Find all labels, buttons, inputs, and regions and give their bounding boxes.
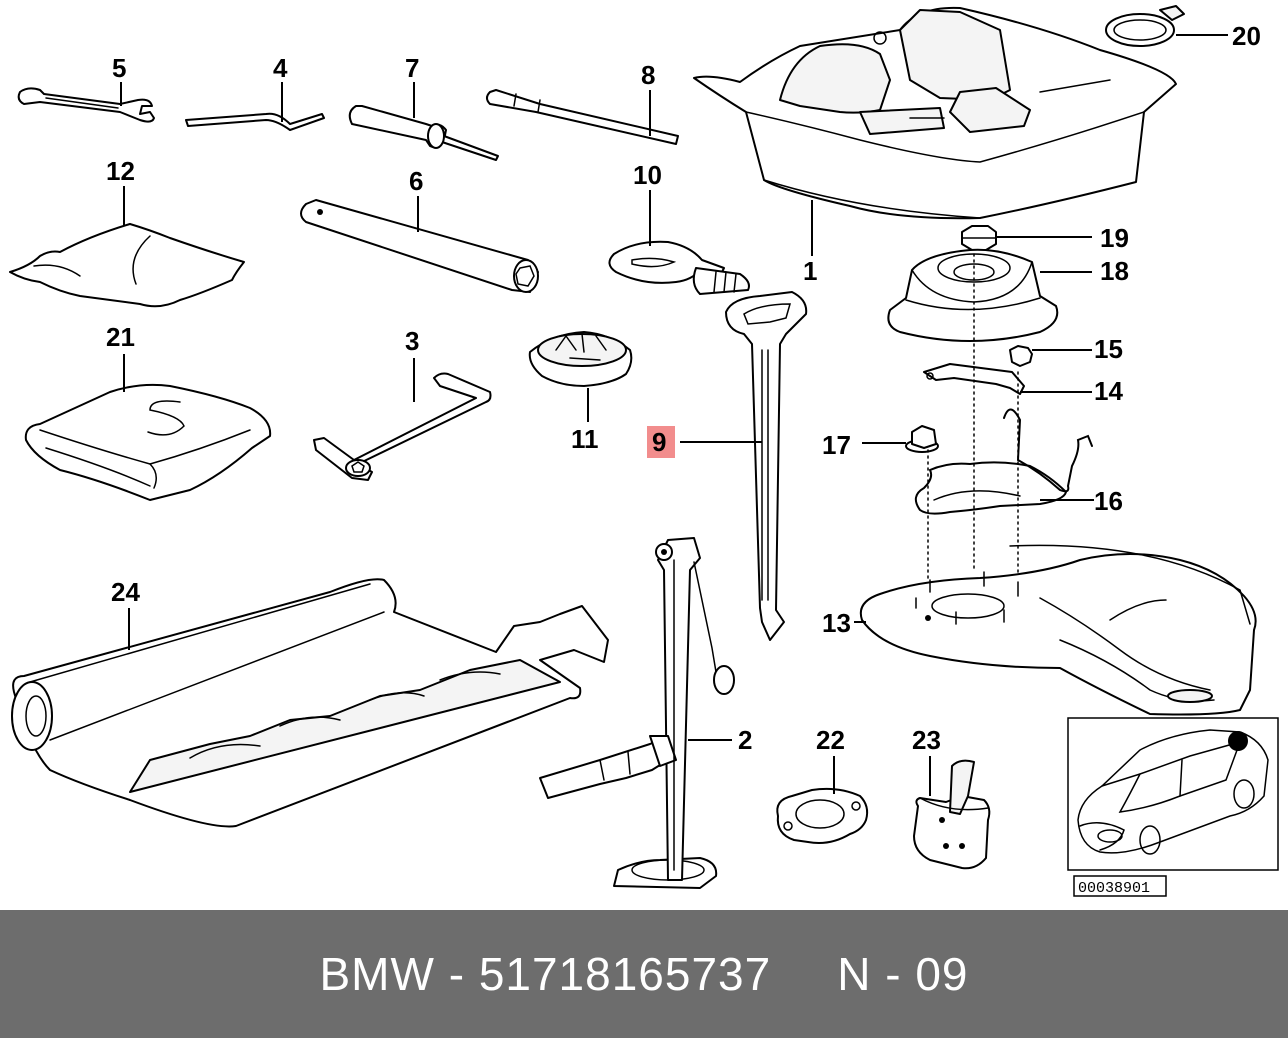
callout-12: 12 (106, 156, 135, 186)
part-19-nut[interactable] (961, 225, 997, 251)
callout-3: 3 (405, 326, 419, 356)
callout-18: 18 (1100, 256, 1129, 286)
vehicle-location-inset (1067, 717, 1279, 871)
reference-number-box: 00038901 (1073, 875, 1167, 897)
part-2-lifting-jack[interactable] (539, 537, 735, 889)
part-8-extension-rod[interactable] (486, 89, 679, 145)
part-16-wire-clip[interactable] (914, 408, 1093, 515)
part-7-screwdriver[interactable] (348, 105, 499, 161)
callout-15: 15 (1094, 334, 1123, 364)
callout-11: 11 (571, 424, 599, 454)
callout-19: 19 (1100, 223, 1129, 253)
part-24-tool-roll[interactable] (11, 578, 609, 828)
position-code: N - 09 (837, 948, 969, 1000)
callout-9-highlight (647, 426, 675, 458)
part-6-wheel-brace[interactable] (300, 199, 539, 293)
reference-number: 00038901 (1078, 880, 1150, 897)
callout-21: 21 (106, 322, 135, 352)
callout-4: 4 (273, 53, 288, 83)
part-11-jack-pad[interactable] (528, 331, 633, 387)
location-marker-icon (1228, 731, 1248, 751)
callout-20: 20 (1232, 21, 1261, 51)
callout-22: 22 (816, 725, 845, 755)
callout-8: 8 (641, 60, 655, 90)
part-1-tool-tray[interactable] (693, 6, 1177, 220)
part-21-pouch[interactable] (24, 383, 272, 501)
callout-17: 17 (822, 430, 851, 460)
callout-2: 2 (738, 725, 752, 755)
brand-name: BMW (319, 948, 435, 1000)
callout-16: 16 (1094, 486, 1123, 516)
part-13-spare-wheel-tray[interactable] (859, 544, 1257, 716)
parts-diagram-canvas: 5 4 7 8 12 6 (9, 5, 1279, 897)
callout-1: 1 (803, 256, 817, 286)
callout-10: 10 (633, 160, 662, 190)
part-23-strap-clamp[interactable] (913, 759, 991, 870)
part-20-o-ring[interactable] (1105, 5, 1185, 47)
callout-5: 5 (112, 53, 126, 83)
part-22-gasket[interactable] (776, 787, 869, 844)
parts-diagram: 5 4 7 8 12 6 (9, 5, 1279, 897)
part-4-hex-key[interactable] (185, 112, 325, 131)
part-14-bracket[interactable] (923, 363, 1025, 395)
part-number-footer: BMW - 51718165737 N - 09 (0, 910, 1288, 1038)
callout-13: 13 (822, 608, 851, 638)
callout-7: 7 (405, 53, 419, 83)
car-outline-icon (1077, 729, 1269, 855)
part-18-support-cone[interactable] (887, 248, 1059, 342)
part-17-collar-nut[interactable] (905, 425, 939, 453)
callout-14: 14 (1094, 376, 1123, 406)
part-number: 51718165737 (478, 948, 772, 1000)
callout-9: 9 (652, 427, 666, 457)
part-9-jack-handle[interactable] (725, 291, 808, 641)
part-12-cloth[interactable] (9, 223, 245, 308)
part-5-open-end-wrench[interactable] (17, 87, 155, 123)
part-15-nut[interactable] (1009, 345, 1033, 367)
footer-separator: - (448, 948, 466, 1000)
callout-6: 6 (409, 166, 423, 196)
part-10-towing-eye[interactable] (608, 240, 750, 295)
callout-23: 23 (912, 725, 941, 755)
callout-24: 24 (111, 577, 140, 607)
part-3-l-wrench[interactable] (313, 372, 492, 481)
